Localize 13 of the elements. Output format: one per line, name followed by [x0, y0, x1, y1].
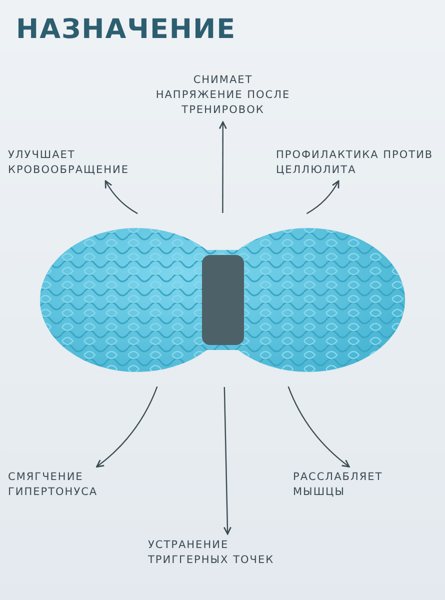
arrow [96, 386, 158, 468]
arrow [104, 180, 138, 214]
benefit-text: УЛУЧШАЕТ КРОВООБРАЩЕНИЕ [8, 148, 168, 178]
benefit-text: РАССЛАБЛЯЕТ МЫШЦЫ [293, 470, 433, 500]
benefit-text: СМЯГЧЕНИЕ ГИПЕРТОНУСА [8, 470, 158, 500]
benefit-text: СНИМАЕТ НАПРЯЖЕНИЕ ПОСЛЕ ТРЕНИРОВОК [148, 73, 298, 118]
benefit-text: УСТРАНЕНИЕ ТРИГГЕРНЫХ ТОЧЕК [148, 538, 308, 568]
arrow [306, 180, 340, 214]
arrow [288, 386, 350, 468]
arrow [223, 386, 232, 535]
benefit-text: ПРОФИЛАКТИКА ПРОТИВ ЦЕЛЛЮЛИТА [276, 148, 436, 178]
arrow [218, 121, 227, 213]
heading: НАЗНАЧЕНИЕ [16, 14, 236, 45]
